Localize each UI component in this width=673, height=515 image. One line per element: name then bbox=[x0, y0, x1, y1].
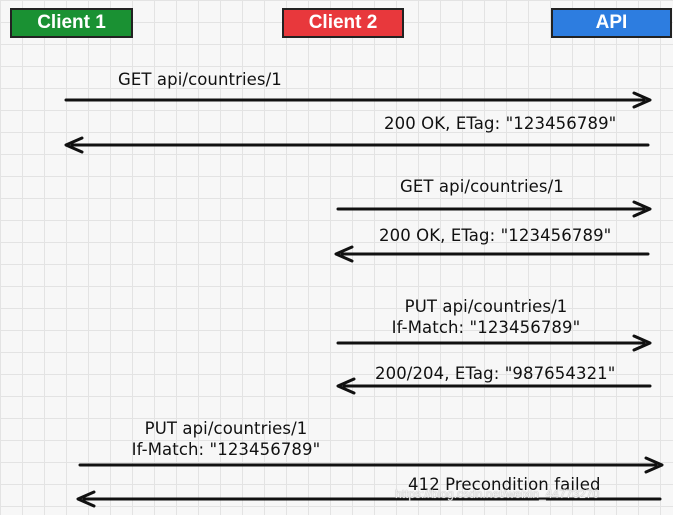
message-m1-line-1: GET api/countries/1 bbox=[118, 70, 282, 89]
arrowhead-m4 bbox=[334, 245, 354, 263]
message-m4-line-1: 200 OK, ETag: "123456789" bbox=[379, 226, 612, 245]
client-2-box: Client 2 bbox=[282, 8, 404, 38]
message-m2: 200 OK, ETag: "123456789" bbox=[384, 113, 616, 134]
message-m7-line-2: If-Match: "123456789" bbox=[131, 440, 321, 459]
arrowhead-m2 bbox=[64, 136, 84, 154]
arrowhead-m5 bbox=[632, 334, 652, 352]
message-m8-line-1: 412 Precondition failed bbox=[408, 475, 601, 494]
arrowhead-m1 bbox=[632, 91, 652, 109]
api-box: API bbox=[551, 8, 672, 38]
arrowhead-m6 bbox=[336, 377, 356, 395]
message-m4: 200 OK, ETag: "123456789" bbox=[379, 225, 611, 246]
message-m6-line-1: 200/204, ETag: "987654321" bbox=[375, 364, 616, 383]
arrowhead-m8 bbox=[76, 490, 96, 508]
message-m7-line-1: PUT api/countries/1 bbox=[144, 419, 308, 438]
message-m5-line-2: If-Match: "123456789" bbox=[391, 318, 581, 337]
message-m8: 412 Precondition failed bbox=[408, 474, 601, 495]
message-m3: GET api/countries/1 bbox=[400, 176, 564, 197]
watermark: https://blog.csdn.net/weixin_44773270 bbox=[395, 487, 600, 501]
message-m5-line-1: PUT api/countries/1 bbox=[404, 297, 568, 316]
message-m6: 200/204, ETag: "987654321" bbox=[375, 363, 615, 384]
arrowhead-m7 bbox=[644, 456, 664, 474]
message-m5: PUT api/countries/1 If-Match: "123456789… bbox=[378, 296, 594, 338]
message-m2-line-1: 200 OK, ETag: "123456789" bbox=[384, 114, 617, 133]
client-1-box: Client 1 bbox=[10, 8, 133, 38]
message-m3-line-1: GET api/countries/1 bbox=[400, 177, 564, 196]
arrowhead-m3 bbox=[632, 200, 652, 218]
message-m7: PUT api/countries/1 If-Match: "123456789… bbox=[118, 418, 334, 460]
message-m1: GET api/countries/1 bbox=[118, 69, 282, 90]
